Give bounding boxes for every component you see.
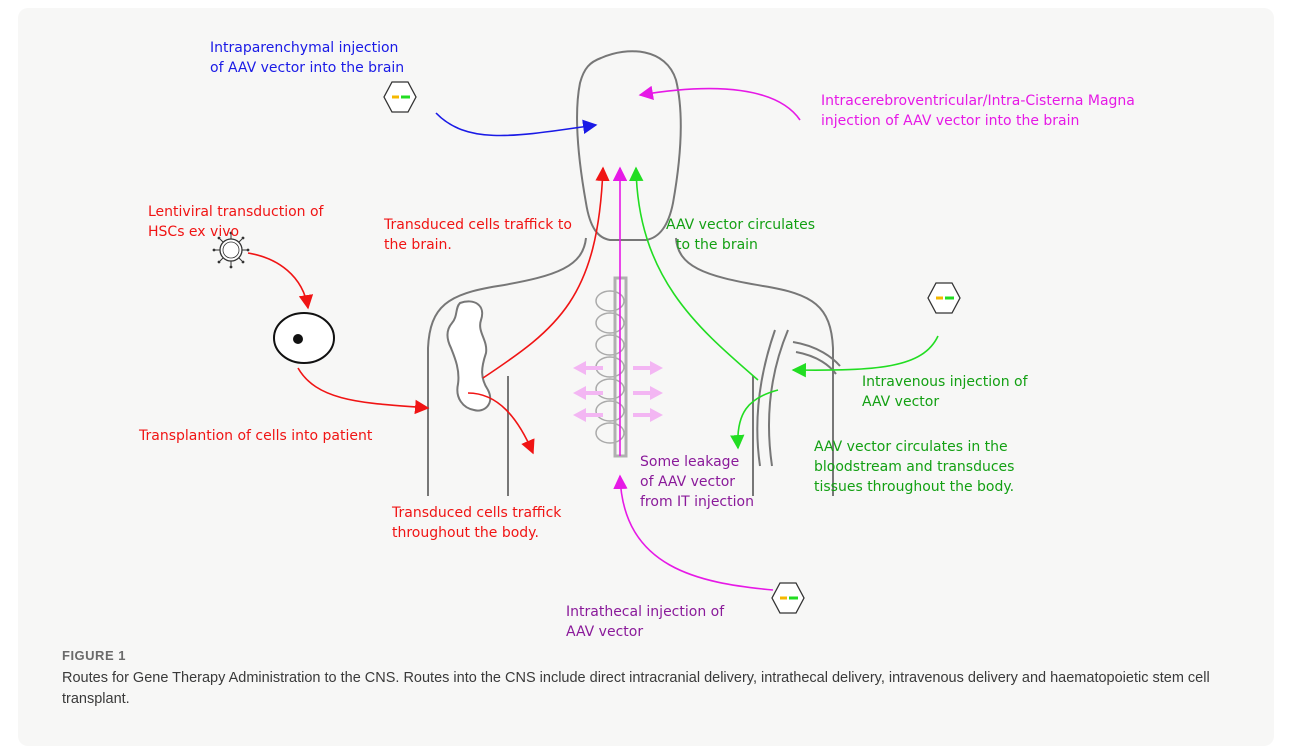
spine-vertebrae bbox=[595, 290, 625, 444]
blood-vessel-lines bbox=[756, 329, 841, 467]
leakage-arrows bbox=[573, 361, 663, 422]
aav-to-brain-arrow bbox=[629, 166, 759, 381]
head-outline bbox=[576, 50, 682, 241]
transplant-label: Transplantion of cells into patient bbox=[138, 428, 373, 444]
figure-caption-text: Routes for Gene Therapy Administration t… bbox=[62, 670, 1210, 707]
lentiviral-label: Lentiviral transduction of HSCs ex vivo bbox=[148, 204, 328, 240]
aav-vector-icon bbox=[771, 582, 805, 614]
cells-to-brain-arrow bbox=[482, 166, 610, 379]
traffic-body-label: Transduced cells traffick throughout the… bbox=[391, 505, 566, 541]
aav-to-body-arrow bbox=[730, 389, 779, 450]
icv-label: Intracerebroventricular/Intra-Cisterna M… bbox=[821, 93, 1139, 129]
hsc-to-cell-arrow bbox=[247, 252, 314, 310]
iv-injection-arrow bbox=[791, 335, 939, 378]
bone-shape bbox=[446, 300, 492, 412]
intravenous-label: Intravenous injection of AAV vector bbox=[862, 374, 1032, 410]
stem-cell-icon bbox=[273, 312, 335, 364]
routes-diagram: Intraparenchymal injection of AAV vector… bbox=[138, 40, 1139, 638]
intraparenchymal-label: Intraparenchymal injection of AAV vector… bbox=[210, 40, 404, 76]
icv-arrow bbox=[638, 85, 801, 121]
shoulders-outline bbox=[427, 237, 587, 496]
intraparenchymal-arrow bbox=[435, 112, 598, 137]
leakage-label: Some leakage of AAV vector from IT injec… bbox=[640, 454, 754, 510]
cells-to-body-arrow bbox=[467, 392, 535, 455]
aav-vector-icon bbox=[927, 282, 961, 314]
figure-panel: Intraparenchymal injection of AAV vector… bbox=[18, 8, 1274, 746]
aav-vector-icon bbox=[383, 81, 417, 113]
aav-brain-label: AAV vector circulates to the brain bbox=[666, 217, 819, 253]
traffic-brain-label: Transduced cells traffick to the brain. bbox=[383, 217, 576, 253]
bloodstream-label: AAV vector circulates in the bloodstream… bbox=[814, 439, 1019, 495]
human-body-outline bbox=[427, 50, 841, 496]
figure-number: FIGURE 1 bbox=[62, 648, 126, 663]
lentivirus-icon bbox=[212, 231, 250, 269]
intrathecal-arrow bbox=[613, 474, 774, 591]
transplant-arrow bbox=[297, 367, 430, 415]
figure-caption: FIGURE 1 Routes for Gene Therapy Adminis… bbox=[62, 648, 1252, 710]
intrathecal-label: Intrathecal injection of AAV vector bbox=[566, 604, 729, 638]
